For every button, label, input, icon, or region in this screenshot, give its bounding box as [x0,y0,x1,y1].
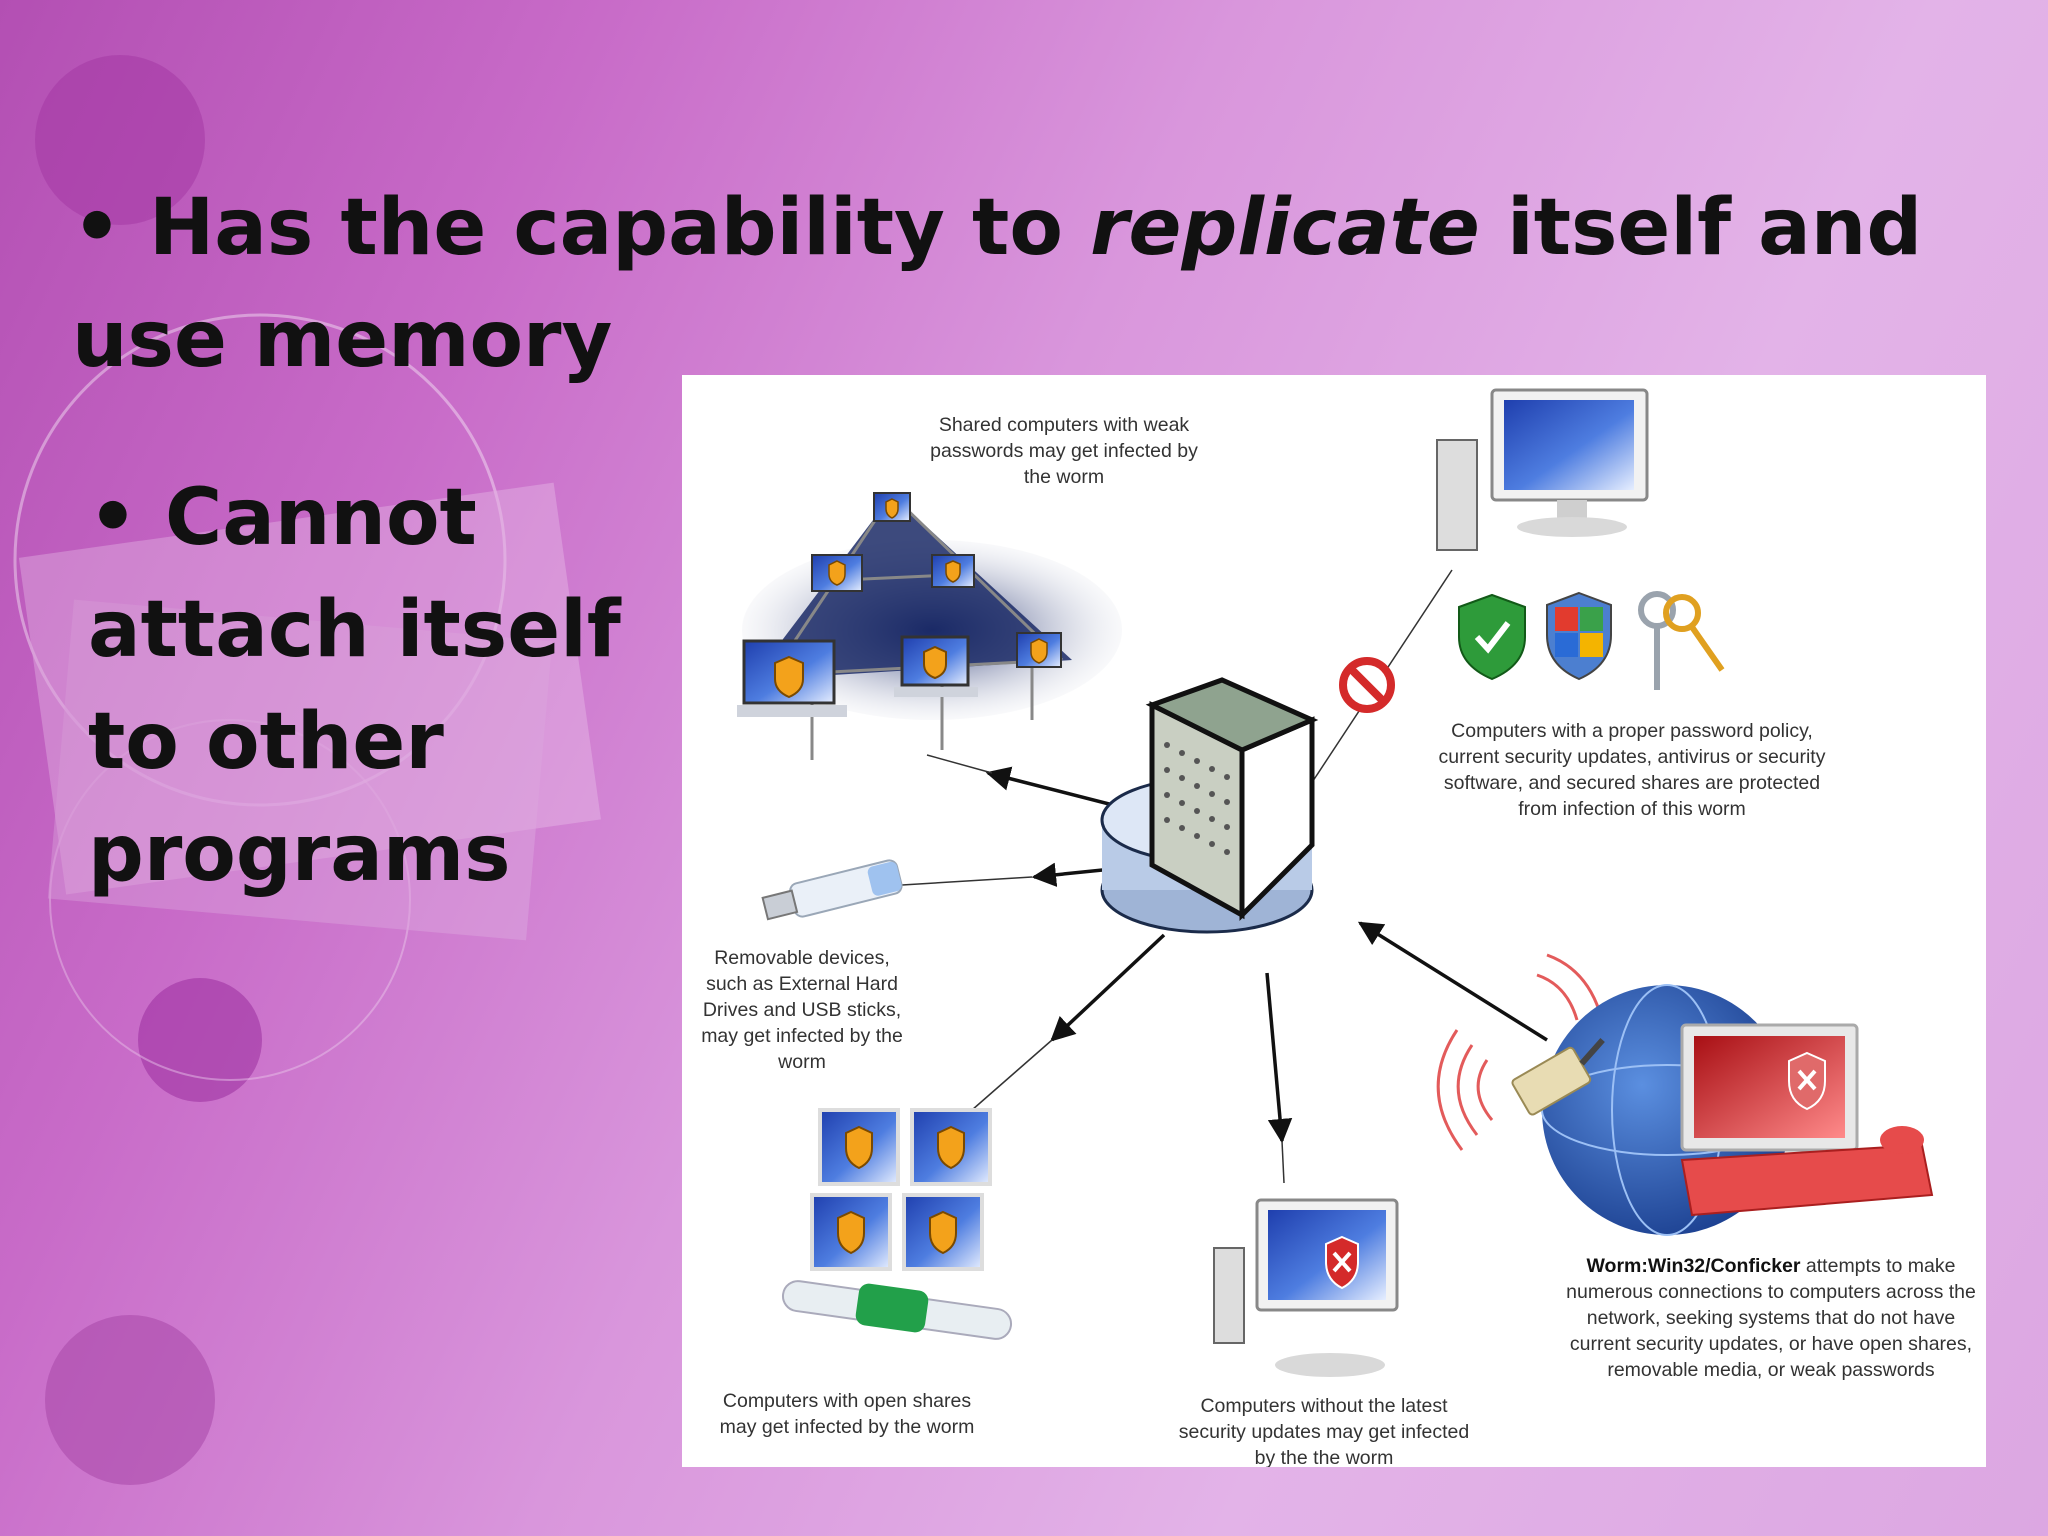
deco-banknote [18,482,601,895]
shared-computers-network-icon [737,492,1122,760]
open-share-computers-icon [781,1108,1013,1340]
bullet-emphasis: replicate [1090,183,1480,273]
laptop-icon [931,554,975,588]
monitor-icon [902,1193,984,1271]
bullet-replicate: • Has the capability to replicate itself… [72,172,1972,396]
worm-description: attempts to make numerous connections to… [1566,1255,1976,1381]
arrow-to-no-updates [1265,972,1293,1144]
monitor-icon [810,1193,892,1271]
caption-no-updates: Computers without the latest security up… [1178,1395,1470,1467]
windows-shield-icon [1546,591,1612,681]
laptop-icon [1016,632,1062,668]
deco-ring [49,719,411,1081]
caption-removable-devices: Removable devices, such as External Hard… [701,947,903,1073]
deco-circle [35,55,205,225]
usb-stick-icon [761,859,903,921]
bullet-cannot-attach: • Cannot attach itself to other programs [88,473,621,899]
monitor-icon [818,1108,900,1186]
laptop-icon [737,639,847,717]
laptop-icon [894,635,978,697]
deco-banknote [47,599,553,941]
diagram-graphics [737,388,1934,1377]
caption-protected-computers: Computers with a proper password policy,… [1438,720,1826,820]
unpatched-computer-icon [1213,1198,1399,1377]
infected-worm-computer-icon [1436,953,1934,1236]
bullet-mark: • [72,183,122,273]
monitor-icon [910,1108,992,1186]
security-shield-green-icon [1458,593,1526,681]
caption-open-shares: Computers with open shares may get infec… [719,1390,975,1438]
worm-name: Worm:Win32/Conficker [1586,1255,1801,1277]
deco-circle [45,1315,215,1485]
caption-shared-computers: Shared computers with weak passwords may… [930,414,1198,488]
deco-circle [138,978,262,1102]
blocked-icon [1339,657,1395,713]
keys-icon [1638,591,1725,690]
caption-worm-conficker: Worm:Win32/Conficker attempts to make nu… [1566,1253,1976,1383]
bullet-text-before: Has the capability to [149,183,1091,273]
network-pipe-icon [781,1280,1013,1340]
arrow-to-open-shares [1050,933,1166,1042]
server-icon [1100,677,1319,934]
ethernet-plug-icon [1511,1038,1605,1116]
bullet-text-after: itself and use memory [72,183,1923,385]
protected-computer-icon [1436,388,1649,551]
worm-spread-diagram: Shared computers with weak passwords may… [682,375,1986,1467]
deco-ring [13,313,507,807]
laptop-icon [873,492,911,522]
laptop-icon [811,554,863,592]
arrow-from-worm [1357,921,1548,1042]
